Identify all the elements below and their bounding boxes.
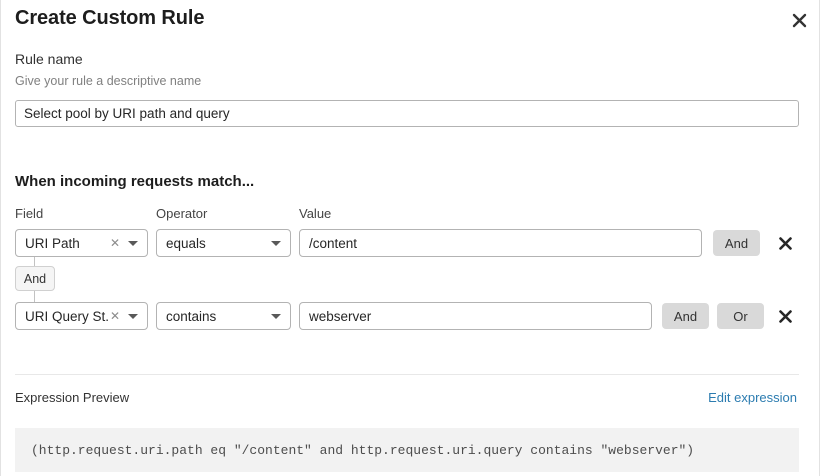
column-label-value: Value [299, 206, 332, 221]
and-button-row-1[interactable]: And [713, 230, 760, 256]
expression-preview-label: Expression Preview [15, 390, 130, 405]
chevron-down-icon[interactable] [271, 313, 281, 319]
operator-select-row-2[interactable]: contains [156, 302, 291, 330]
expression-preview-box: (http.request.uri.path eq "/content" and… [15, 428, 799, 472]
value-input-row-1[interactable] [299, 229, 702, 257]
and-button-row-2[interactable]: And [662, 303, 709, 329]
operator-select-value-row-1: equals [166, 235, 206, 251]
clear-icon[interactable]: ✕ [109, 236, 120, 250]
condition-row: URI Path ✕ equals And [1, 229, 820, 257]
close-icon[interactable] [787, 8, 811, 32]
column-label-field: Field [15, 206, 44, 221]
delete-icon[interactable] [775, 230, 795, 256]
rule-name-input[interactable] [15, 100, 799, 127]
field-select-row-1[interactable]: URI Path ✕ [15, 229, 148, 257]
condition-row: URI Query St... ✕ contains And Or [1, 302, 820, 330]
clear-icon[interactable]: ✕ [109, 309, 120, 323]
dialog-title: Create Custom Rule [15, 7, 205, 29]
rule-name-help-text: Give your rule a descriptive name [15, 74, 202, 88]
edit-expression-link[interactable]: Edit expression [708, 390, 797, 405]
delete-icon[interactable] [775, 303, 795, 329]
rule-name-label: Rule name [15, 51, 83, 67]
operator-select-value-row-2: contains [166, 308, 217, 324]
expression-preview-code: (http.request.uri.path eq "/content" and… [31, 442, 695, 458]
section-divider [15, 374, 799, 375]
value-input-row-2[interactable] [299, 302, 652, 330]
chevron-down-icon[interactable] [271, 240, 281, 246]
operator-select-row-1[interactable]: equals [156, 229, 291, 257]
or-button-row-2[interactable]: Or [717, 303, 764, 329]
chevron-down-icon[interactable] [128, 313, 138, 319]
field-select-row-2[interactable]: URI Query St... ✕ [15, 302, 148, 330]
column-label-operator: Operator [156, 206, 208, 221]
field-select-value-row-1: URI Path [25, 235, 80, 251]
chevron-down-icon[interactable] [128, 240, 138, 246]
conditions-heading: When incoming requests match... [15, 173, 255, 190]
condition-join-and-badge[interactable]: And [15, 266, 55, 291]
field-select-value-row-2: URI Query St... [25, 308, 110, 324]
